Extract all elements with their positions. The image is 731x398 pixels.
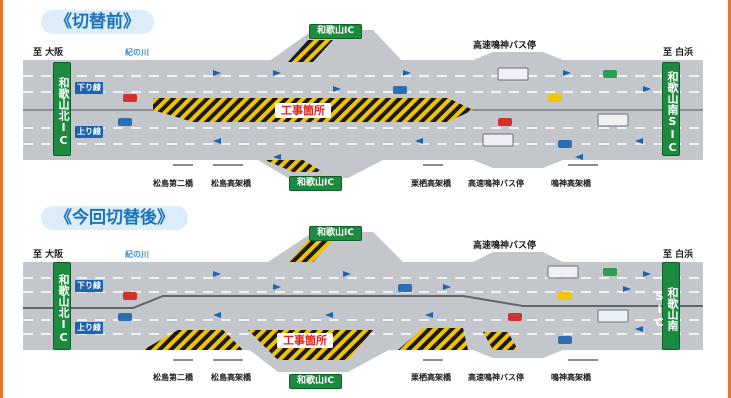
ramp-hatch-top <box>288 40 333 62</box>
section-title-before: 《切替前》 <box>41 10 154 34</box>
car <box>548 94 562 102</box>
bus <box>497 67 529 81</box>
bridge-label: 松島第二橋 <box>153 373 193 382</box>
car <box>393 86 407 94</box>
up-line-label: 上り線 <box>75 322 103 334</box>
bridge-label: 松島第二橋 <box>153 179 193 188</box>
car <box>603 268 617 276</box>
left-ic-sign: 和歌山北IC <box>53 62 71 156</box>
road-diagram-svg <box>23 30 703 372</box>
ic-sign-top: 和歌山IC <box>309 226 362 241</box>
river-label: 紀の川 <box>125 250 149 259</box>
bridge-label: 栗栖高架橋 <box>411 373 451 382</box>
river-label: 紀の川 <box>125 48 149 57</box>
bridge-label: 栗栖高架橋 <box>411 179 451 188</box>
truck <box>597 113 629 127</box>
car <box>123 94 137 102</box>
bus-stop-label-bottom: 高速鳴神バス停 <box>468 179 524 188</box>
bridge-label: 鳴神高架橋 <box>551 179 591 188</box>
car <box>123 292 137 300</box>
bus <box>547 265 579 279</box>
ic-sign-bottom: 和歌山IC <box>289 374 342 389</box>
truck <box>597 309 629 323</box>
car <box>603 70 617 78</box>
bridge-label: 鳴神高架橋 <box>551 373 591 382</box>
destination-from: 至 大阪 <box>33 48 64 58</box>
car <box>558 336 572 344</box>
car <box>558 140 572 148</box>
work-zone-label: 工事箇所 <box>275 103 331 118</box>
bridge-label: 松島高架橋 <box>211 179 251 188</box>
section-title-after: 《今回切替後》 <box>41 206 188 230</box>
bus-stop-label-bottom: 高速鳴神バス停 <box>468 373 524 382</box>
bus-stop-label-top: 高速鳴神バス停 <box>473 41 537 51</box>
car <box>508 313 522 321</box>
destination-to: 至 白浜 <box>663 48 694 58</box>
ic-sign-top: 和歌山IC <box>309 24 362 39</box>
car <box>118 313 132 321</box>
ic-sign-bottom: 和歌山IC <box>289 176 342 191</box>
work-zone-hatch-left <box>143 330 243 350</box>
right-ic-sign: 和歌山南SIC <box>662 62 680 156</box>
section-after-road <box>23 232 703 372</box>
ramp-hatch-top <box>288 240 333 262</box>
work-zone-hatch-right <box>398 328 468 350</box>
destination-to: 至 白浜 <box>663 250 694 260</box>
bridge-label: 松島高架橋 <box>211 373 251 382</box>
car <box>498 118 512 126</box>
car <box>118 118 132 126</box>
work-zone-label: 工事箇所 <box>277 333 333 348</box>
bus-stop-label-top: 高速鳴神バス停 <box>473 241 537 251</box>
left-ic-sign: 和歌山北IC <box>53 262 71 350</box>
up-line-label: 上り線 <box>75 126 103 138</box>
car <box>558 292 572 300</box>
bus <box>482 133 514 147</box>
down-line-label: 下り線 <box>75 280 103 292</box>
down-line-label: 下り線 <box>75 82 103 94</box>
right-ic-sign: 和歌山南SIC <box>653 262 680 350</box>
car <box>398 284 412 292</box>
destination-from: 至 大阪 <box>33 250 64 260</box>
ramp-hatch-bottom <box>265 160 323 172</box>
bus-stop-hatch <box>483 332 518 350</box>
